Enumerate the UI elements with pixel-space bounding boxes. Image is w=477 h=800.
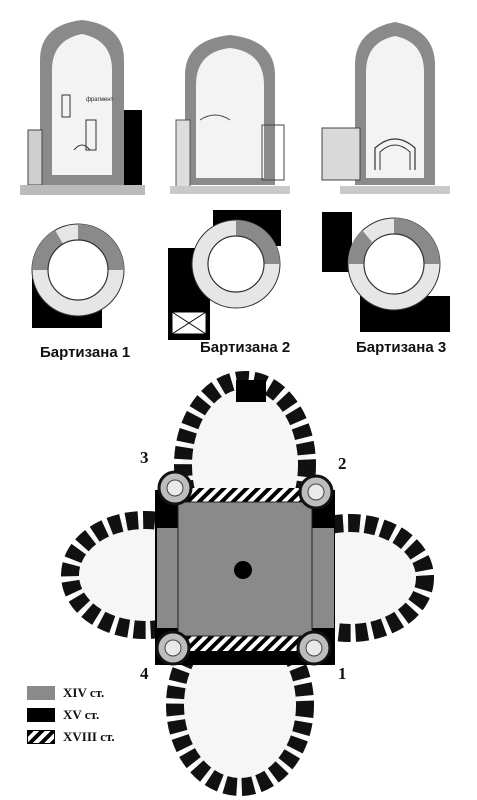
elevation-1: фрагмент: [20, 20, 145, 195]
hatch-top: [175, 488, 315, 504]
side-right: [312, 528, 334, 628]
main-plan: [61, 371, 434, 796]
side-left: [157, 528, 179, 628]
top-tower: [236, 380, 266, 402]
elevation-2: [170, 35, 290, 194]
legend-label: XV ст.: [63, 707, 100, 722]
fragment-text: фрагмент: [86, 97, 114, 103]
section-bartizan-plans: [31, 210, 450, 340]
plan-number-4: 4: [140, 664, 149, 683]
plan-number-1: 1: [338, 664, 347, 683]
legend-swatch-hatched: [27, 730, 55, 744]
plan-number-2: 2: [338, 454, 347, 473]
bartizan-plan-1: [31, 223, 125, 328]
legend-item-xviii: XVIII ст.: [27, 729, 115, 745]
elevation-3: [321, 22, 450, 194]
caption-bartizan-1: Бартизана 1: [40, 344, 131, 361]
legend-label: XVIII ст.: [63, 729, 115, 744]
central-pillar: [234, 561, 252, 579]
legend-label: XIV ст.: [63, 685, 105, 700]
legend-item-xiv: XIV ст.: [27, 685, 104, 701]
legend-item-xv: XV ст.: [27, 707, 99, 723]
legend-swatch-gray: [27, 686, 55, 700]
plan-number-3: 3: [140, 448, 149, 467]
section-elevations: фрагмент: [20, 20, 450, 195]
hatch-bottom: [175, 635, 315, 651]
caption-bartizan-2: Бартизана 2: [200, 339, 291, 356]
legend-swatch-black: [27, 708, 55, 722]
bartizan-plan-2: [168, 210, 281, 340]
bartizan-plan-3: [322, 212, 450, 332]
caption-bartizan-3: Бартизана 3: [356, 339, 447, 356]
